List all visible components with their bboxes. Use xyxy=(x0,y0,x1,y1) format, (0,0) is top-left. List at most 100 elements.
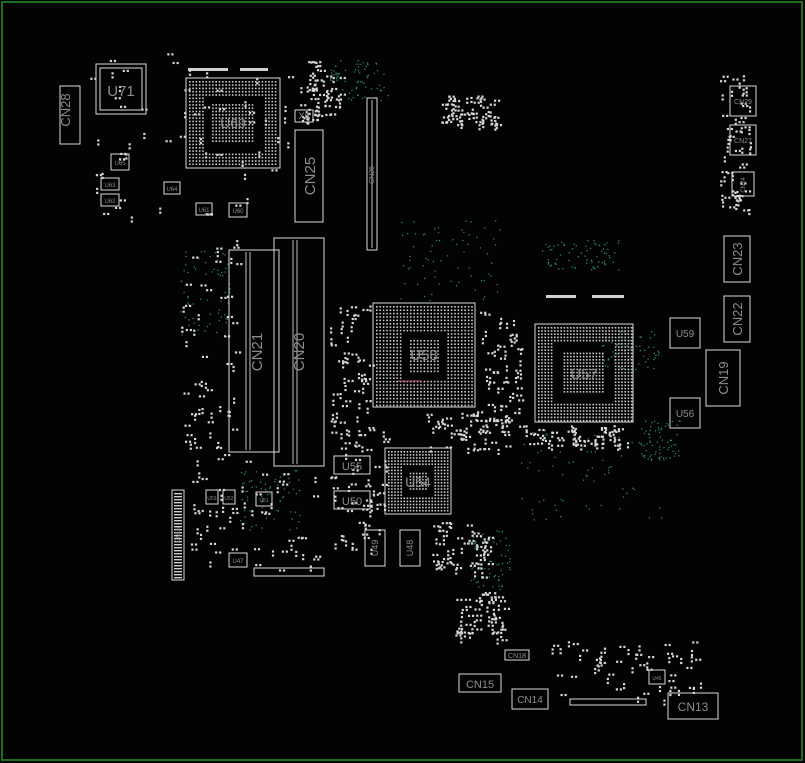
bga-ball xyxy=(235,123,237,126)
component-U53[interactable]: U53 xyxy=(205,489,219,505)
component-U50[interactable]: U50 xyxy=(333,490,371,510)
smd-pad xyxy=(454,99,457,103)
connector-CN29[interactable]: CN29 xyxy=(729,85,757,117)
component-U58[interactable]: U58 xyxy=(372,302,476,408)
smd-pad xyxy=(459,429,462,432)
bga-ball xyxy=(557,416,559,419)
bga-ball xyxy=(264,84,267,86)
bga-ball xyxy=(376,367,378,369)
connector-CN22[interactable]: CN22 xyxy=(723,295,751,343)
connector-CN13[interactable]: CN13 xyxy=(667,692,719,720)
connector-strip-bottom[interactable] xyxy=(569,698,647,706)
component-U59[interactable]: U59 xyxy=(669,317,701,349)
bga-ball xyxy=(592,330,594,332)
component-U63[interactable]: U63 xyxy=(100,177,120,191)
bga-ball xyxy=(624,362,626,364)
bga-ball xyxy=(410,343,412,345)
smd-pad xyxy=(459,567,463,570)
bga-ball xyxy=(430,363,432,366)
bga-ball xyxy=(393,350,395,352)
connector-CN25[interactable]: CN25 xyxy=(294,129,324,223)
bga-ball xyxy=(547,336,550,339)
component-U49[interactable]: U49 xyxy=(364,529,386,567)
component-U51[interactable]: U51 xyxy=(255,491,273,507)
bga-ball xyxy=(416,329,419,332)
smd-pad xyxy=(482,429,485,432)
connector-CN26[interactable]: CN26 xyxy=(366,97,378,251)
via xyxy=(434,276,436,278)
bga-ball xyxy=(576,352,578,355)
component-U62[interactable]: U62 xyxy=(100,193,120,207)
component-U52[interactable]: U52 xyxy=(222,489,236,505)
bga-ball xyxy=(397,469,399,472)
bga-ball xyxy=(461,340,463,342)
smd-pad xyxy=(578,439,582,442)
connector-CN28[interactable]: CN28 xyxy=(58,85,81,145)
connector-CN21[interactable]: CN21 xyxy=(228,249,280,453)
bga-ball xyxy=(422,472,424,475)
smd-pad xyxy=(366,508,369,511)
bga-ball xyxy=(602,355,604,358)
bga-ball xyxy=(461,374,463,376)
bga-ball xyxy=(589,403,591,406)
label-U51: U51 xyxy=(259,498,268,504)
via xyxy=(361,97,363,100)
smd-pad xyxy=(452,548,455,552)
component-U61[interactable]: U61 xyxy=(195,202,213,216)
component-U45[interactable]: U45 xyxy=(648,669,666,685)
smd-pad xyxy=(493,410,497,413)
connector-CN18[interactable]: CN18 xyxy=(504,649,530,661)
component-U65[interactable]: U65 xyxy=(110,153,130,171)
smd-pad xyxy=(594,443,597,446)
bga-ball xyxy=(608,410,610,412)
component-U56[interactable]: U56 xyxy=(669,397,701,429)
via xyxy=(658,352,660,354)
bga-ball xyxy=(443,488,446,490)
component-U55[interactable]: U55 xyxy=(333,455,371,475)
bga-ball xyxy=(464,370,466,373)
component-U48[interactable]: U48 xyxy=(399,529,421,567)
connector-CN23[interactable]: CN23 xyxy=(723,235,751,283)
bga-ball xyxy=(205,163,208,166)
component-X6[interactable]: X6 xyxy=(294,109,314,123)
bga-ball xyxy=(437,340,439,342)
connector-CN27[interactable]: CN27 xyxy=(729,124,757,156)
connector-CN15[interactable]: CN15 xyxy=(458,673,502,693)
connector-CN14[interactable]: CN14 xyxy=(511,688,549,710)
bga-ball xyxy=(598,403,601,406)
component-U47[interactable]: U47 xyxy=(228,552,248,568)
smd-pad xyxy=(206,529,209,532)
component-U57[interactable]: U57 xyxy=(534,323,634,423)
smd-pad xyxy=(243,177,247,180)
component-U71[interactable]: U71 xyxy=(95,63,147,115)
connector-CN19[interactable]: CN19 xyxy=(705,349,741,407)
smd-pad xyxy=(237,246,240,249)
connector-CN24[interactable]: CN24 xyxy=(731,171,755,197)
smd-pad xyxy=(473,575,477,578)
bga-ball xyxy=(563,327,566,329)
smd-pad xyxy=(345,453,348,456)
smd-pad xyxy=(724,196,727,199)
connector-CN20[interactable]: CN20 xyxy=(273,237,325,467)
bga-ball xyxy=(589,387,591,390)
via xyxy=(243,522,245,525)
component-U54[interactable]: U54 xyxy=(384,447,452,515)
connector-strip-bottom-left[interactable] xyxy=(253,567,325,577)
smd-pad xyxy=(454,105,457,108)
bga-ball xyxy=(538,410,540,412)
component-U64[interactable]: U64 xyxy=(163,181,181,195)
bga-ball xyxy=(611,330,614,332)
bga-ball xyxy=(434,500,437,503)
bga-ball xyxy=(393,316,395,318)
smd-pad xyxy=(325,113,328,117)
smd-pad xyxy=(742,92,745,95)
smd-pad xyxy=(277,137,280,140)
bga-ball xyxy=(406,460,409,462)
bga-ball xyxy=(406,306,409,308)
connector-CN16[interactable]: CN16 xyxy=(171,489,185,581)
component-U69[interactable]: U69 xyxy=(185,77,281,169)
via xyxy=(508,567,511,569)
bga-ball xyxy=(420,323,422,325)
bga-ball xyxy=(621,339,623,342)
component-U60[interactable]: U60 xyxy=(228,202,248,218)
